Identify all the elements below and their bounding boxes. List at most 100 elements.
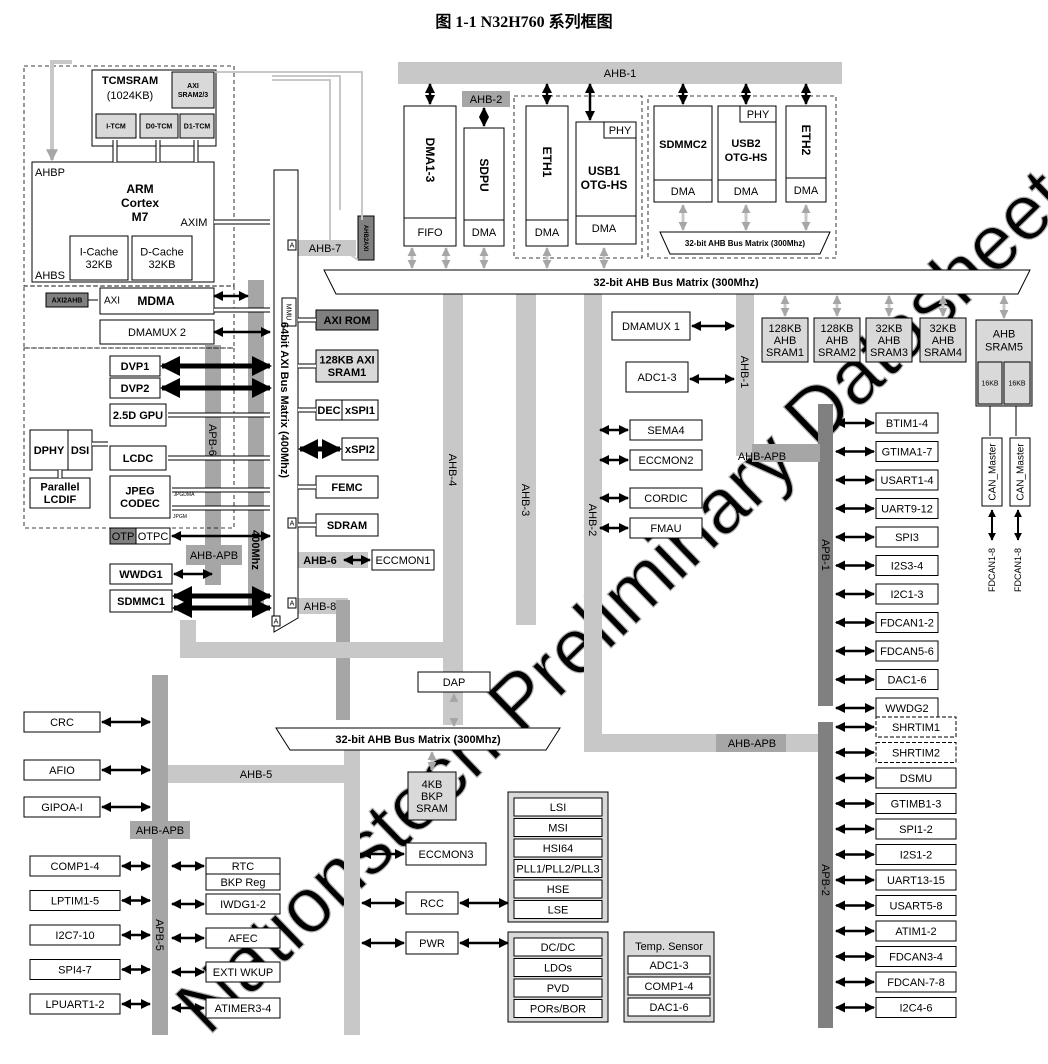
cpu-label-line: Cortex [121, 196, 159, 210]
a-tag-4 [271, 615, 281, 627]
apb1-item-i2s3-4-label: I2S3-4 [891, 560, 923, 572]
bottom-dap-label: DAP [443, 677, 466, 689]
ahb5-label: AHB-5 [240, 769, 272, 781]
axi-domain-a-box [287, 239, 297, 251]
ahb-sram1-box [761, 317, 809, 363]
apb2-item-usart5-8-label: USART5-8 [890, 900, 943, 912]
ahb-sram4-label-line: AHB [932, 335, 955, 347]
axi-domain-mmu-label: MMU [285, 304, 292, 321]
apb5-right-exti-wkup-box [205, 961, 281, 983]
core-icache-box [69, 235, 129, 281]
apb5-bridge-label-line: AHB-APB [136, 825, 184, 837]
axi-domain-a-label: A [290, 242, 295, 249]
bottom-bkp-sram-label-line: BKP [421, 791, 443, 803]
axi-domain-mmu-label-line: MMU [285, 304, 292, 321]
axi-domain-dphy-box [29, 429, 69, 471]
core-ahb2axi-box [357, 215, 375, 261]
apb5-right-iwdg1-2-box [205, 893, 281, 915]
apb2-item-uart13-15-box [875, 869, 957, 891]
apb1-item-uart9-12-label-line: UART9-12 [881, 503, 933, 515]
eth2-label-line: ETH2 [799, 125, 813, 156]
bottom-afio-label-line: AFIO [49, 765, 75, 777]
axi-matrix-label-line: 64bit AXI Bus Matrix (400Mhz) [278, 322, 290, 478]
apb1-bus [818, 404, 833, 706]
ahbs-label-line: AHBS [35, 270, 65, 282]
apb1-item-i2c1-3-label: I2C1-3 [890, 589, 923, 601]
fdcan-bus-label-1: FDCAN1-8 [987, 548, 997, 592]
axi-ahb-apb-label: AHB-APB [190, 550, 238, 562]
core-itcm-box [95, 113, 137, 139]
power-pors-bor-label-line: PORs/BOR [530, 1003, 586, 1015]
axi-domain-dphy-label: DPHY [34, 445, 65, 457]
clock-hsi64-box [513, 838, 603, 858]
apb1-item-fdcan1-2-box [875, 612, 939, 633]
ahb4-label-line: AHB-4 [446, 454, 458, 486]
power-dc-dc-label: DC/DC [541, 942, 576, 954]
dma13-label: DMA1-3 [423, 138, 437, 183]
apb5-left-i2c7-10-box [29, 924, 121, 946]
axi-domain-otp-label: OTP [112, 531, 135, 543]
ahb1-top-label: AHB-1 [604, 68, 636, 80]
tcmsram-title: TCMSRAM [102, 75, 158, 87]
bottom-rcc-label-line: RCC [420, 898, 444, 910]
ahb-sram2-label-line: AHB [826, 335, 849, 347]
ahb2axi-loop [215, 71, 363, 220]
axi-domain-eccmon1-box [371, 549, 435, 571]
bottom-pwr-box [405, 931, 459, 955]
apb2-item-i2c4-6-label-line: I2C4-6 [899, 1002, 932, 1014]
ahb1-vertical-label-line: AHB-1 [738, 356, 750, 388]
jpeg-tag-2: JPGM [173, 514, 187, 520]
middle-adc13-box [625, 361, 689, 393]
apb2-item-shrtim1-label-line: SHRTIM1 [892, 722, 940, 734]
bottom-gpio-label: GIPOA-I [41, 802, 83, 814]
ahb-sram3-label-line: SRAM3 [870, 347, 908, 359]
usb2-label-line: USB2 [731, 138, 760, 150]
axi-ahb-apb-label-line: AHB-APB [190, 550, 238, 562]
sram5-can-master-box [981, 437, 1003, 507]
ahb7-bus [296, 240, 356, 256]
apb2-item-i2s1-2-label: I2S1-2 [900, 849, 932, 861]
mdma-axi-label-line: AXI [104, 296, 120, 307]
apb2-item-spi1-2-box [875, 818, 957, 840]
axi-domain-sdram-label-line: SDRAM [327, 520, 367, 532]
core-d1tcm-label: D1-TCM [184, 123, 211, 130]
apb6-label-line: APB-6 [206, 424, 218, 456]
apb5-left-i2c7-10-label-line: I2C7-10 [55, 930, 94, 942]
ahb7-label-line: AHB-7 [309, 243, 341, 255]
apb5-right-atimer3-4-box [205, 997, 281, 1019]
axi-domain-sdram-label: SDRAM [327, 520, 367, 532]
can-master-2-box [1009, 437, 1031, 507]
axi-domain-a-label: A [274, 618, 279, 625]
can-master-2-label: CAN_Master [1016, 443, 1027, 501]
top-phy-box [603, 121, 637, 139]
bottom-dap-box [417, 671, 491, 693]
axi-domain-dec-label: DEC [317, 405, 340, 417]
bottom-bkp-reg-label-line: BKP Reg [220, 877, 265, 889]
ahb5-label-line: AHB-5 [240, 769, 272, 781]
core-itcm-label-line: I-TCM [106, 123, 126, 130]
axi-domain-a-label-line: A [290, 242, 295, 249]
apb5-label: APB-5 [153, 919, 165, 951]
apb1-item-usart1-4-box [875, 469, 939, 491]
axi-domain-otpc-box [135, 527, 171, 545]
core-axi-sram-label-line: AXI [187, 83, 199, 90]
apb5-left-lpuart1-2-label-line: LPUART1-2 [45, 999, 104, 1011]
eth2-label: ETH2 [799, 125, 813, 156]
axi-domain-gpu-label: 2.5D GPU [113, 410, 163, 422]
power-dc-dc-box [513, 937, 603, 957]
axi-domain-jpeg-codec-label-line: CODEC [120, 498, 160, 510]
jpeg-tag-1-line: JPGDMA [174, 492, 196, 498]
axi-domain-dvp1-label: DVP1 [121, 361, 150, 373]
usb1-box [575, 121, 637, 245]
apb5-left-spi4-7-box [29, 959, 121, 980]
core-d0tcm-label: D0-TCM [146, 123, 173, 130]
axi-domain-dec-label-line: DEC [317, 405, 340, 417]
ahb6-label: AHB-6 [303, 555, 337, 567]
axi-domain-axi-sram1-label-line: SRAM1 [328, 367, 367, 379]
eth2-dma-label: DMA [794, 185, 819, 197]
eth1-dma-label-line: DMA [535, 227, 560, 239]
